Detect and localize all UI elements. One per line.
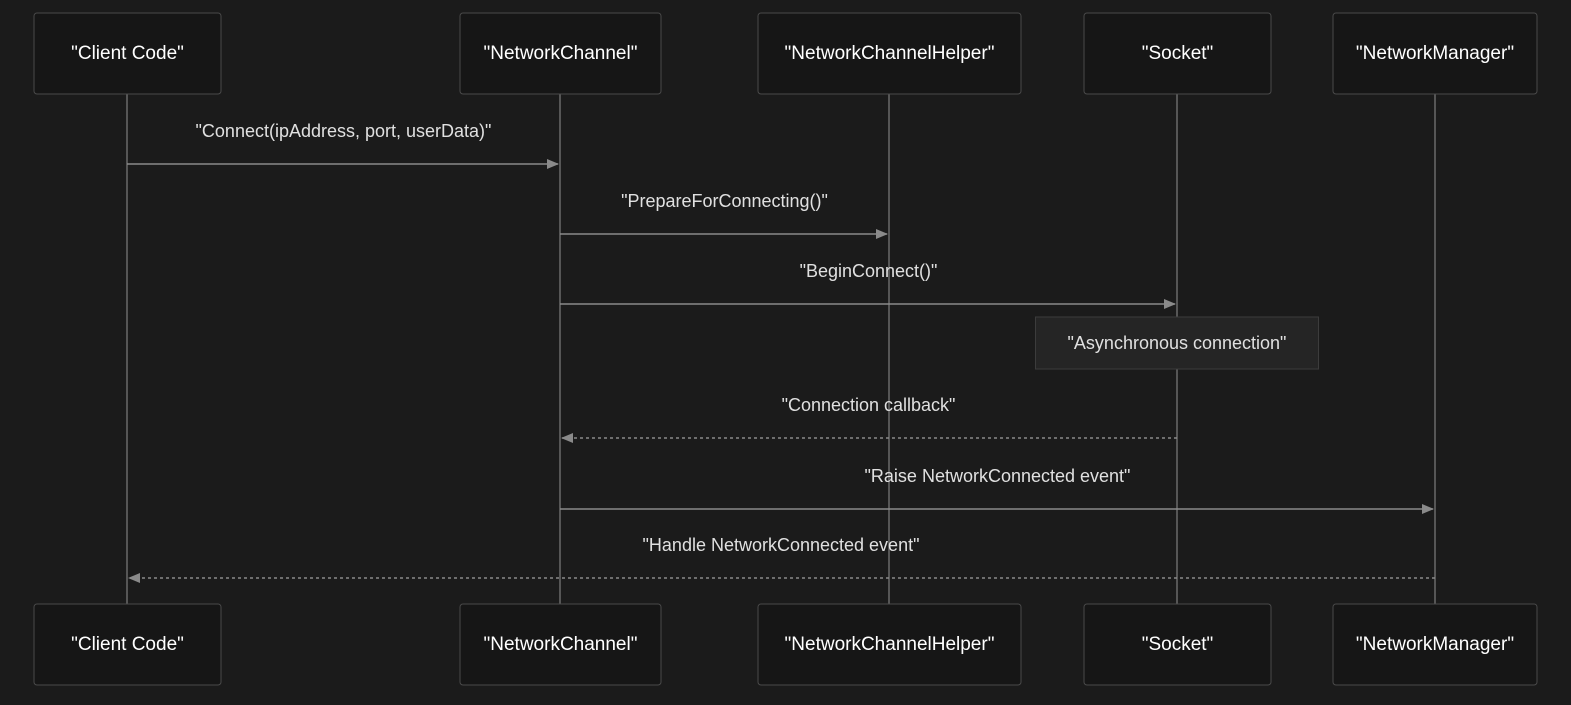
messages: "Connect(ipAddress, port, userData)" "Pre… bbox=[127, 121, 1435, 583]
actor-channel-top: "NetworkChannel" bbox=[459, 12, 662, 95]
actor-manager-top: "NetworkManager" bbox=[1332, 12, 1538, 95]
actor-label: "NetworkChannel" bbox=[484, 43, 638, 64]
actor-label: "Client Code" bbox=[71, 43, 184, 64]
actor-label: "NetworkChannelHelper" bbox=[785, 43, 995, 64]
message-2: "PrepareForConnecting()" bbox=[560, 191, 888, 239]
actor-socket-top: "Socket" bbox=[1083, 12, 1272, 95]
actor-label: "Socket" bbox=[1142, 43, 1214, 64]
actor-box bbox=[1332, 12, 1538, 95]
actor-client-bottom: "Client Code" bbox=[33, 603, 222, 686]
actor-helper-bottom: "NetworkChannelHelper" bbox=[757, 603, 1022, 686]
message-5: "Raise NetworkConnected event" bbox=[560, 466, 1434, 514]
actor-box bbox=[1083, 603, 1272, 686]
actors: "Client Code" "Client Code" "NetworkChanne… bbox=[33, 12, 1538, 686]
actor-box bbox=[459, 603, 662, 686]
actor-helper-top: "NetworkChannelHelper" bbox=[757, 12, 1022, 95]
message-1: "Connect(ipAddress, port, userData)" bbox=[127, 121, 559, 169]
actor-box bbox=[459, 12, 662, 95]
message-label: "BeginConnect()" bbox=[800, 261, 938, 281]
actor-client-top: "Client Code" bbox=[33, 12, 222, 95]
actor-box bbox=[33, 12, 222, 95]
message-4: "Connection callback" bbox=[561, 395, 1177, 443]
note-box bbox=[1035, 316, 1319, 370]
message-label: "PrepareForConnecting()" bbox=[621, 191, 828, 211]
actor-box bbox=[757, 603, 1022, 686]
message-label: "Handle NetworkConnected event" bbox=[643, 535, 920, 555]
actor-socket-bottom: "Socket" bbox=[1083, 603, 1272, 686]
actor-label: "NetworkManager" bbox=[1356, 634, 1514, 655]
message-6: "Handle NetworkConnected event" bbox=[128, 535, 1435, 583]
actor-box bbox=[1083, 12, 1272, 95]
note-label: "Asynchronous connection" bbox=[1068, 333, 1287, 353]
message-3: "BeginConnect()" bbox=[560, 261, 1176, 309]
actor-channel-bottom: "NetworkChannel" bbox=[459, 603, 662, 686]
actor-label: "NetworkManager" bbox=[1356, 43, 1514, 64]
actor-manager-bottom: "NetworkManager" bbox=[1332, 603, 1538, 686]
actor-label: "NetworkChannelHelper" bbox=[785, 634, 995, 655]
message-label: "Connection callback" bbox=[782, 395, 956, 415]
note-asynchronous-connection: "Asynchronous connection" bbox=[1035, 316, 1319, 370]
actor-label: "Client Code" bbox=[71, 634, 184, 655]
actor-box bbox=[757, 12, 1022, 95]
actor-box bbox=[1332, 603, 1538, 686]
message-label: "Connect(ipAddress, port, userData)" bbox=[196, 121, 492, 141]
lifelines bbox=[126, 94, 1436, 604]
note-layer: "Asynchronous connection" bbox=[1035, 316, 1319, 370]
message-label: "Raise NetworkConnected event" bbox=[865, 466, 1131, 486]
actor-box bbox=[33, 603, 222, 686]
actor-label: "Socket" bbox=[1142, 634, 1214, 655]
actor-label: "NetworkChannel" bbox=[484, 634, 638, 655]
